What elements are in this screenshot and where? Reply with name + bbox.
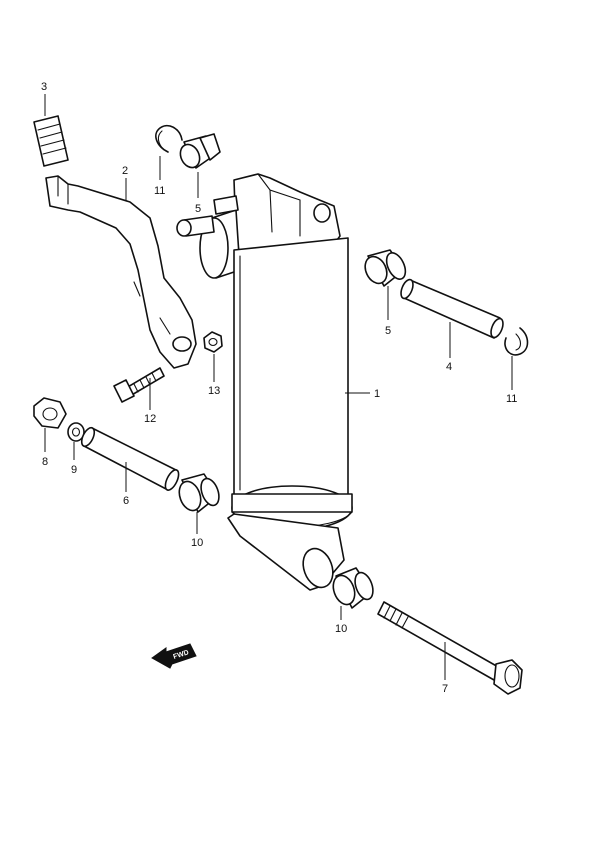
callout-8: 8 xyxy=(42,456,48,468)
part-9-washer xyxy=(67,422,85,442)
part-10-bushing-left xyxy=(178,473,220,513)
part-5-bushing-right xyxy=(364,249,407,287)
callout-12: 12 xyxy=(144,413,156,425)
part-12-bolt xyxy=(113,367,165,403)
callout-4: 4 xyxy=(446,361,452,373)
callout-9: 9 xyxy=(71,464,77,476)
leader-lines xyxy=(44,94,513,680)
part-13-nut xyxy=(203,331,223,353)
part-4-pin xyxy=(400,278,504,339)
part-6-sleeve xyxy=(80,426,180,491)
callout-3: 3 xyxy=(41,81,47,93)
callout-2: 2 xyxy=(122,165,128,177)
part-11-snap-ring-right xyxy=(504,327,529,356)
part-11-snap-ring-upper xyxy=(155,124,183,153)
callout-labels: 3 2 11 5 1 5 4 11 12 13 8 9 6 10 10 7 xyxy=(41,81,517,695)
callout-10-lower: 10 xyxy=(335,623,347,635)
part-7-bolt xyxy=(377,601,523,695)
callout-7: 7 xyxy=(442,683,448,695)
callout-11-upper: 11 xyxy=(154,185,165,197)
direction-badge: FWD xyxy=(151,643,197,669)
callout-11-right: 11 xyxy=(506,393,517,405)
part-2-lever xyxy=(45,175,197,369)
callout-6: 6 xyxy=(123,495,129,507)
part-10-bushing-lower xyxy=(332,567,374,609)
part-8-nut xyxy=(33,397,67,429)
callout-5-right: 5 xyxy=(385,325,391,337)
callout-10-left: 10 xyxy=(191,537,203,549)
callout-13: 13 xyxy=(208,385,220,397)
callout-5-upper: 5 xyxy=(195,203,201,215)
direction-badge-label: FWD xyxy=(172,649,189,661)
callout-1: 1 xyxy=(374,388,380,400)
part-1-cylinder xyxy=(176,173,353,591)
part-5-bushing-upper xyxy=(179,133,221,169)
part-3-grip xyxy=(33,115,69,167)
